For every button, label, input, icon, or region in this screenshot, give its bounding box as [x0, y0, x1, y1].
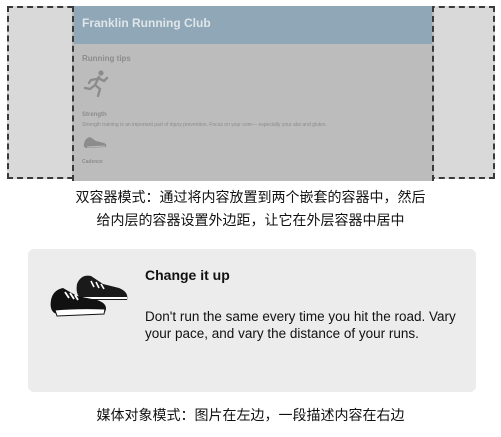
item-title-strength: Strength — [82, 112, 107, 118]
inner-container: Franklin Running Club Running tips Stren… — [72, 6, 434, 181]
site-title: Franklin Running Club — [82, 16, 211, 30]
site-body: Running tips Strength Strength training … — [74, 44, 432, 171]
outer-container: Franklin Running Club Running tips Stren… — [7, 6, 495, 181]
shoe-icon — [83, 137, 107, 148]
item-title-cadence: Cadence — [82, 159, 103, 165]
item-text-strength: Strength training is an important part o… — [82, 122, 327, 128]
media-object: Change it up Don't run the same every ti… — [28, 249, 476, 392]
site-header: Franklin Running Club — [74, 6, 432, 44]
caption-double-container-line1: 双容器模式：通过将内容放置到两个嵌套的容器中，然后 — [75, 190, 426, 206]
running-shoe-icon — [50, 275, 128, 317]
section-title: Running tips — [82, 54, 131, 63]
media-body: Change it up Don't run the same every ti… — [145, 267, 465, 342]
caption-double-container-line2: 给内层的容器设置外边距，让它在外层容器中居中 — [96, 213, 405, 229]
media-title: Change it up — [145, 267, 230, 283]
caption-media-object: 媒体对象模式：图片在左边，一段描述内容在右边 — [96, 408, 405, 424]
runner-icon — [83, 70, 109, 98]
media-description: Don't run the same every time you hit th… — [145, 309, 456, 341]
